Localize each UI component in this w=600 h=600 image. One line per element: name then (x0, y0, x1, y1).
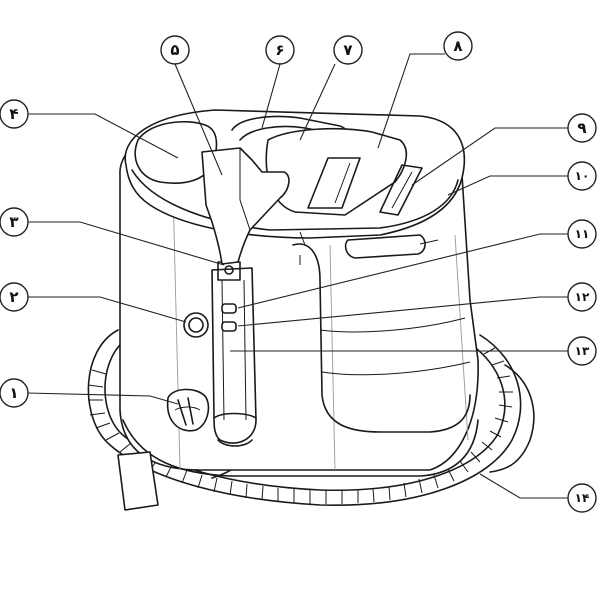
trigger-button-lower (221, 321, 237, 332)
callout-4: ۴ (0, 99, 29, 129)
callout-label-10: ۱۰ (575, 169, 590, 183)
leader-lines (26, 53, 568, 499)
callout-5: ۵ (160, 35, 190, 65)
callout-12: ۱۲ (567, 282, 597, 312)
callout-label-11: ۱۱ (575, 227, 590, 241)
callout-label-7: ۷ (343, 41, 352, 59)
callout-label-12: ۱۲ (575, 290, 590, 304)
hose-corrugations (87, 347, 513, 504)
callout-1: ۱ (0, 378, 29, 408)
callout-9: ۹ (567, 113, 597, 143)
callout-7: ۷ (333, 35, 363, 65)
callout-label-2: ۲ (9, 288, 18, 306)
callout-13: ۱۳ (567, 336, 597, 366)
callout-label-1: ۱ (9, 384, 18, 402)
callout-label-5: ۵ (170, 41, 179, 59)
callout-11: ۱۱ (567, 219, 597, 249)
power-switch (166, 388, 210, 432)
callout-label-3: ۳ (9, 213, 18, 231)
callout-label-4: ۴ (9, 105, 18, 123)
callout-6: ۶ (265, 35, 295, 65)
callout-8: ۸ (443, 31, 473, 61)
hose-clip (117, 451, 159, 511)
callout-label-6: ۶ (275, 41, 284, 59)
callout-label-14: ۱۴ (575, 491, 590, 505)
callout-10: ۱۰ (567, 161, 597, 191)
spray-handle (201, 147, 290, 447)
callout-label-9: ۹ (577, 119, 586, 137)
callout-2: ۲ (0, 282, 29, 312)
callout-label-8: ۸ (453, 37, 462, 55)
vent-slot (307, 157, 361, 209)
control-knob (183, 312, 209, 338)
callout-14: ۱۴ (567, 483, 597, 513)
right-vent (379, 164, 423, 216)
trigger-button-upper (221, 303, 237, 314)
callout-label-13: ۱۳ (575, 344, 590, 358)
callout-3: ۳ (0, 207, 29, 237)
nozzle-head (201, 147, 290, 265)
